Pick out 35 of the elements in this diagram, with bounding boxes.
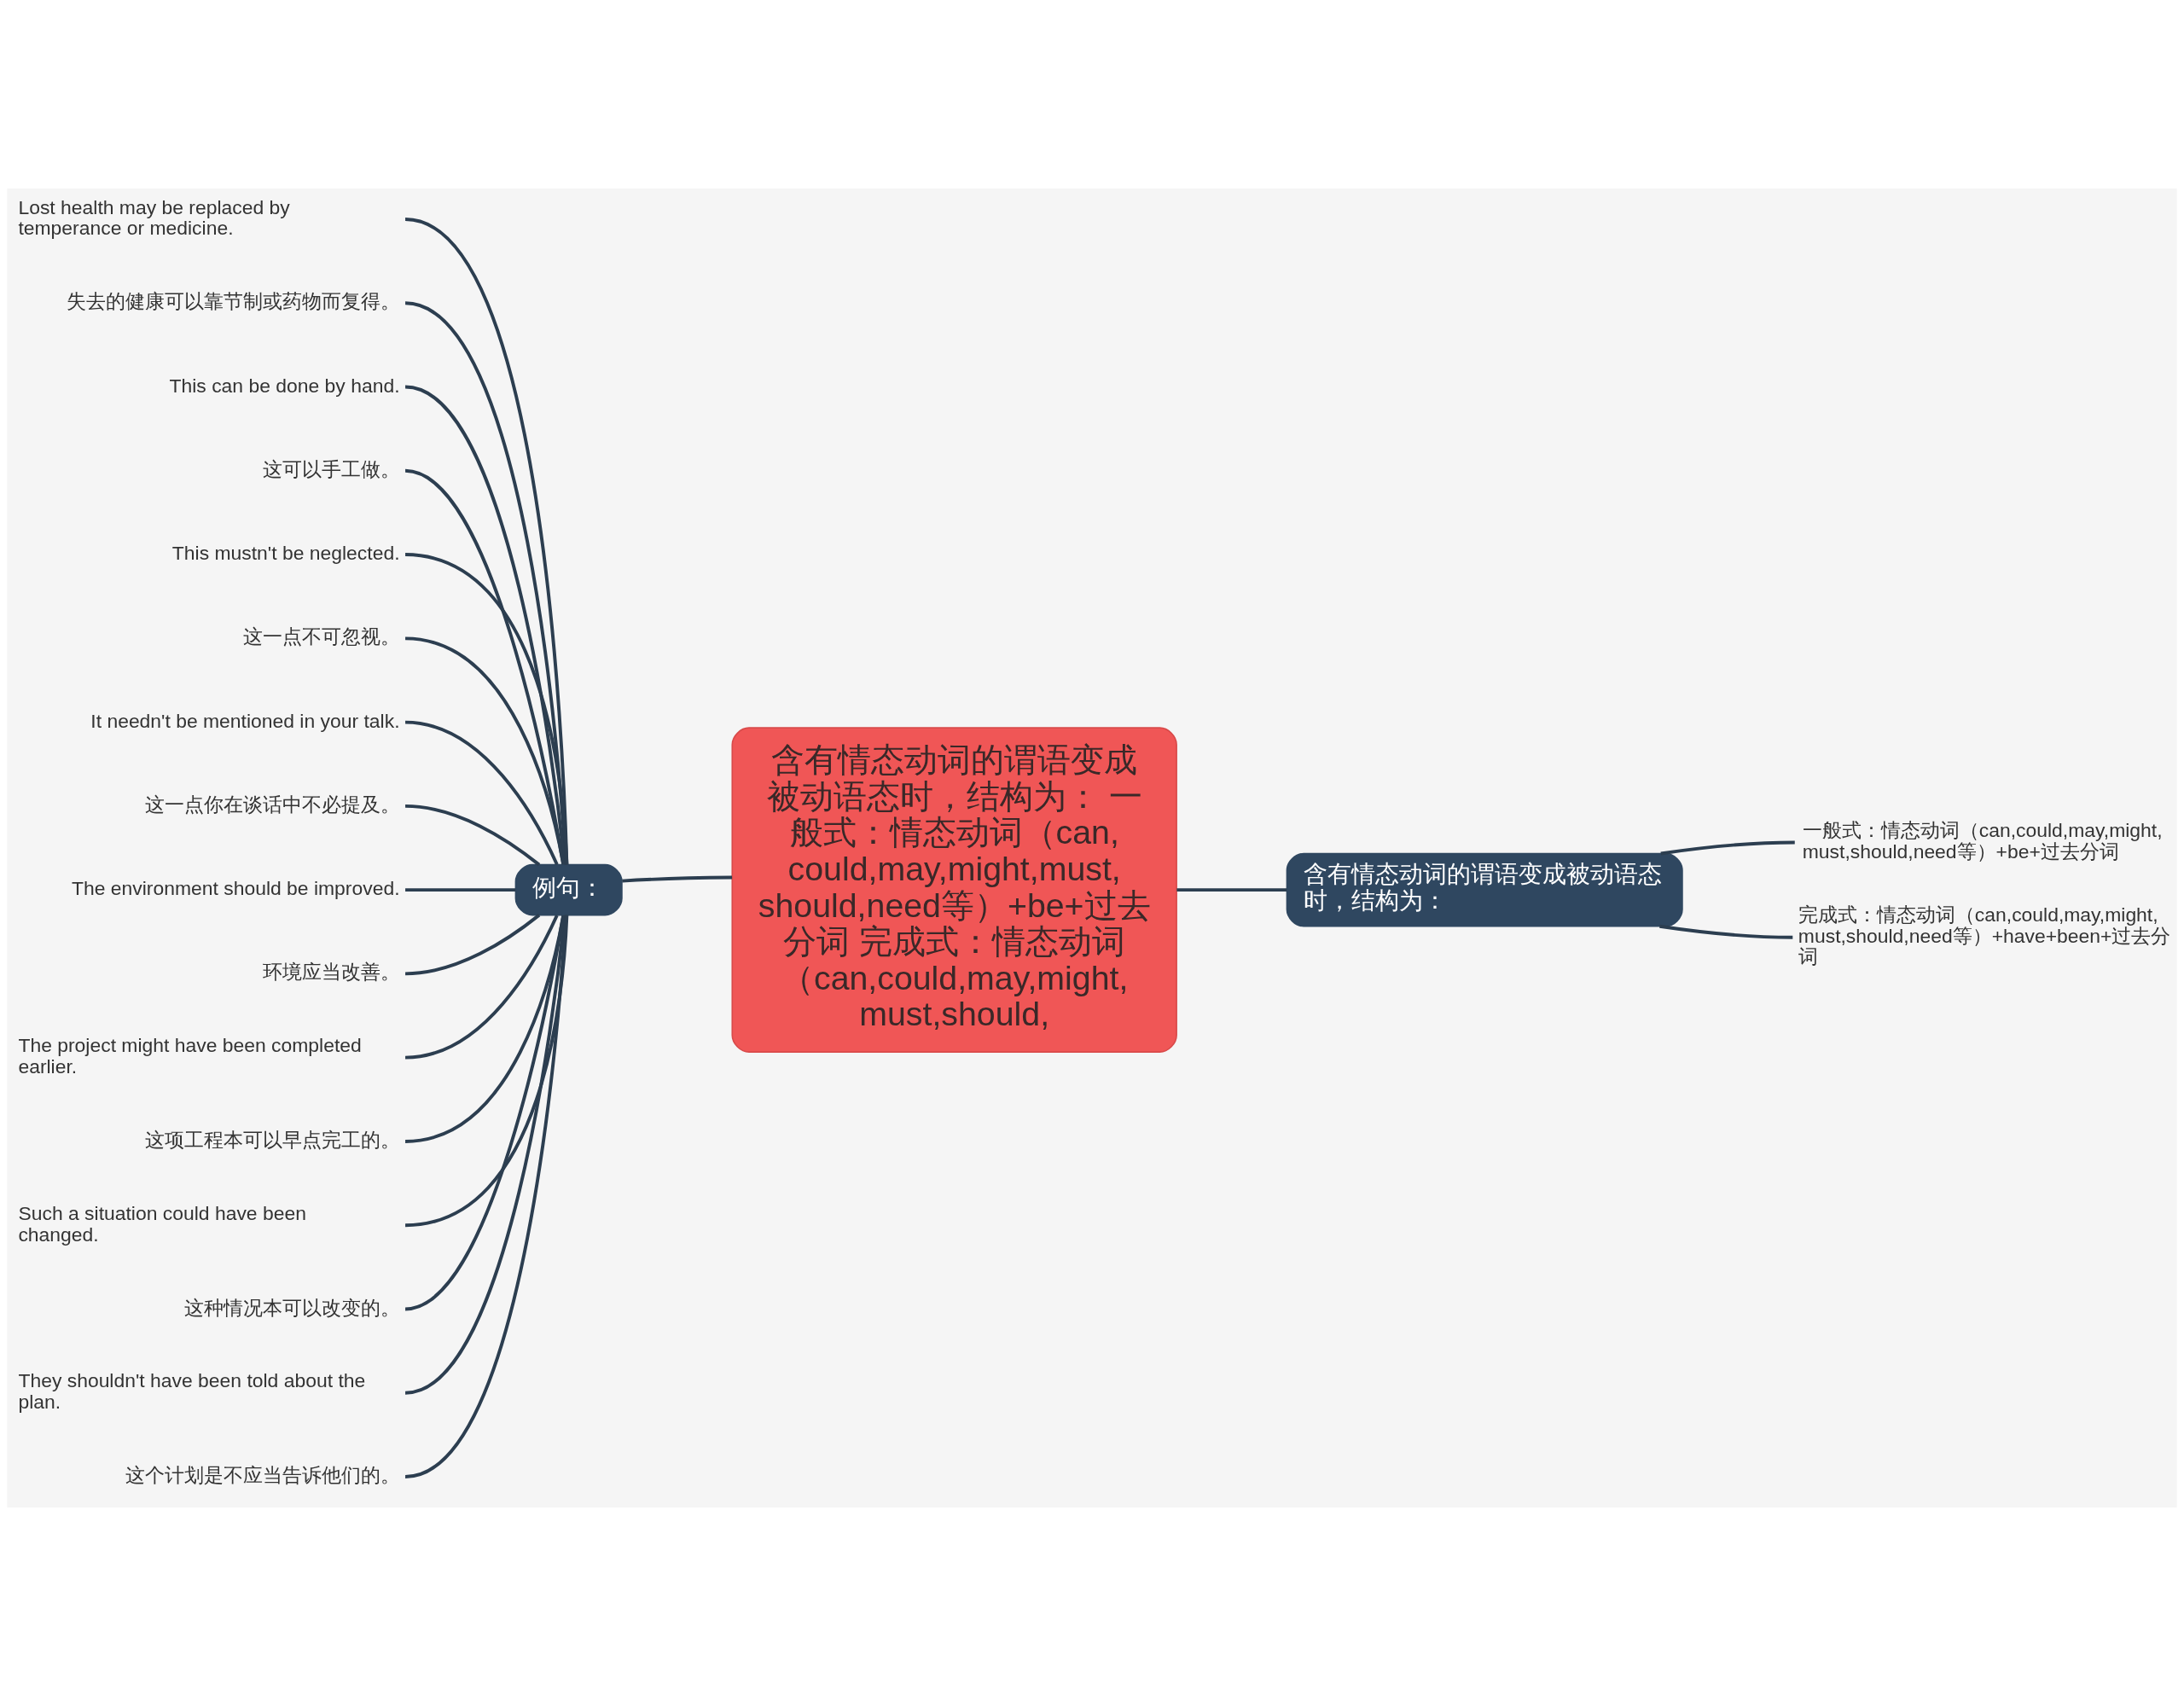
node-text: 这可以手工做。 — [262, 457, 400, 480]
connector — [404, 804, 541, 867]
node-text: It needn't be mentioned in your talk. — [90, 709, 400, 732]
connector — [404, 915, 569, 1228]
node-text: Lost health may be replaced by temperance or medicine. — [18, 195, 290, 240]
node-text: 完成式：情态动词（can,could,may,might,must,should,need等）+have+been+过去分词 — [1798, 903, 2171, 968]
node-text: Such a situation could have been changed. — [18, 1201, 306, 1246]
connector — [404, 914, 541, 976]
connector — [404, 385, 566, 865]
node-text: 一般式：情态动词（can,could,may,might,must,should,need等）+be+过去分词 — [1802, 819, 2163, 863]
connector — [404, 915, 559, 1060]
node-box: 含有情态动词的谓语变成被动语态时，结构为： 一般式：情态动词（can,could,may,might,must,should,need等）+be+过去分词 完成式：情态动词（can,could,may,might,must,should, — [731, 727, 1177, 1053]
node-text: 这一点你在谈话中不必提及。 — [144, 793, 400, 816]
node-text: 这项工程本可以早点完工的。 — [144, 1128, 400, 1151]
node-text: This can be done by hand. — [169, 374, 400, 397]
node-text: The environment should be improved. — [71, 877, 400, 900]
node-text: 这个计划是不应当告诉他们的。 — [125, 1464, 400, 1487]
node-text: The project might have been completed earlier. — [18, 1034, 362, 1077]
connector — [622, 875, 733, 883]
connector — [1659, 924, 1793, 939]
connector — [1176, 888, 1287, 892]
node-box: 例句： — [514, 863, 623, 916]
connector — [1660, 840, 1795, 856]
node-text: 环境应当改善。 — [262, 961, 400, 984]
node-text: 这种情况本可以改变的。 — [183, 1296, 400, 1319]
node-text: 这一点不可忽视。 — [242, 625, 400, 648]
connector — [405, 888, 516, 892]
connector — [404, 720, 559, 866]
node-text: This mustn't be neglected. — [171, 542, 400, 565]
node-text: 失去的健康可以靠节制或药物而复得。 — [66, 290, 400, 313]
connector — [404, 915, 568, 1478]
node-text: They shouldn't have been told about the plan. — [18, 1369, 366, 1414]
node-box: 含有情态动词的谓语变成被动语态时，结构为： — [1286, 852, 1683, 927]
connector — [404, 553, 569, 865]
connector — [404, 915, 566, 1395]
